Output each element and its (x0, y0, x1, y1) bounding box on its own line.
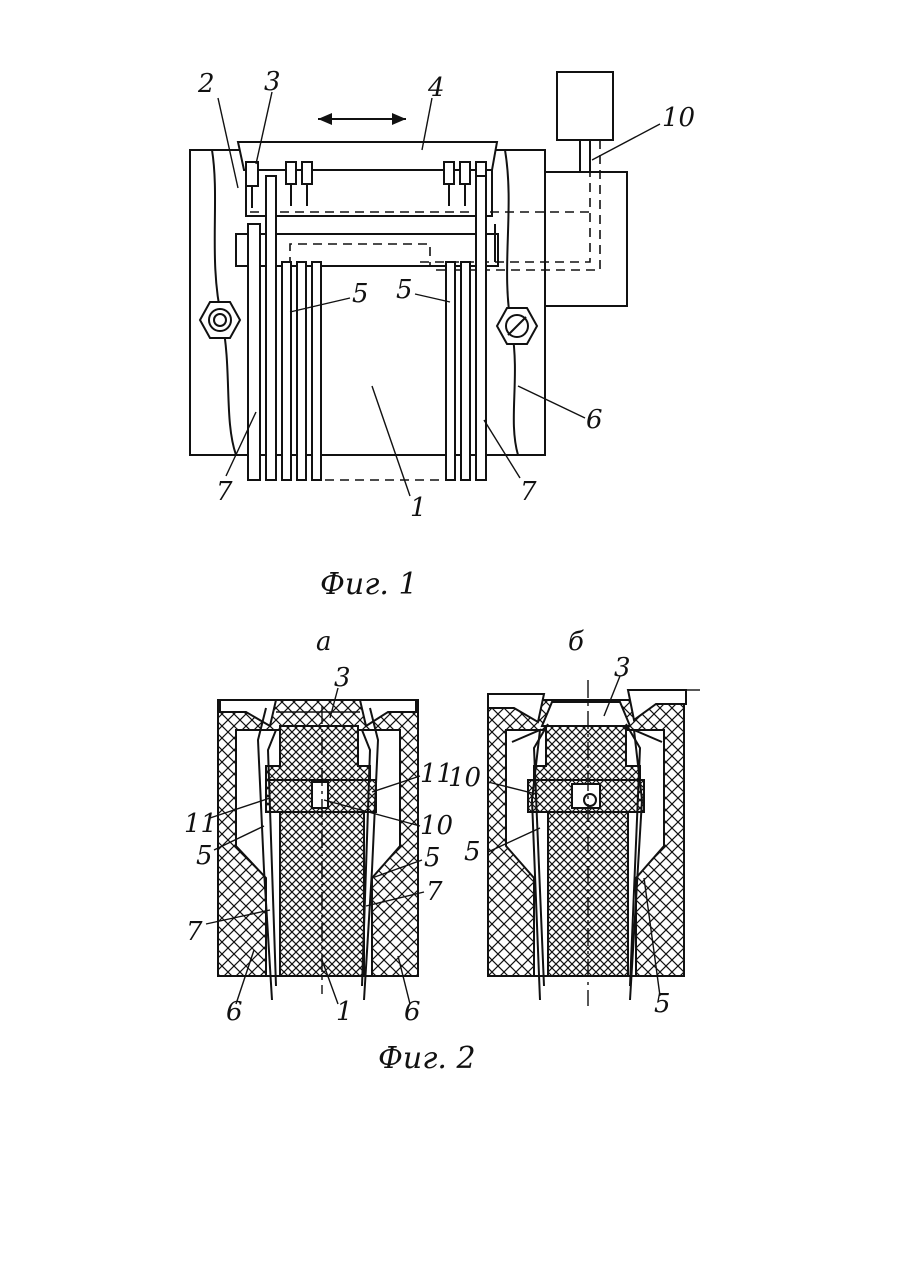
label-5-left: 5 (352, 279, 369, 309)
right-block (545, 172, 627, 306)
panel-b-title: б (568, 627, 584, 657)
label-5-right-a: 5 (424, 843, 441, 873)
element-10-a (312, 782, 328, 808)
label-5-left-b: 5 (464, 837, 481, 867)
label-3: 3 (264, 67, 281, 97)
double-arrow-icon (318, 113, 406, 125)
figure-2a: а 3 (184, 627, 453, 1027)
label-10-b: 10 (448, 763, 481, 793)
clamp-3-a (266, 726, 370, 780)
panel-a-title: а (316, 627, 332, 657)
clamp-3-b (534, 726, 640, 780)
figure-1: 2 3 4 10 5 5 6 7 7 1 Фиг. 1 (190, 67, 695, 602)
label-1: 1 (410, 493, 427, 523)
label-3-a: 3 (334, 663, 351, 693)
label-2: 2 (197, 69, 215, 99)
label-7-left: 7 (216, 477, 233, 507)
label-6-left-a: 6 (226, 997, 243, 1027)
figure-2b: б 3 10 5 5 (448, 627, 700, 1019)
figure-2-caption: Фиг. 2 (378, 1041, 476, 1076)
label-5-right-b: 5 (654, 989, 671, 1019)
label-3-b: 3 (614, 653, 631, 683)
label-7-right-a: 7 (426, 877, 443, 907)
label-4: 4 (427, 73, 445, 103)
label-10: 10 (662, 103, 695, 133)
label-11-left-a: 11 (184, 809, 217, 839)
label-7-right: 7 (520, 477, 537, 507)
nut-left-icon (200, 302, 240, 338)
label-1-a: 1 (336, 997, 353, 1027)
label-7-left-a: 7 (186, 917, 203, 947)
carriage-4 (238, 142, 497, 170)
label-6: 6 (586, 405, 603, 435)
label-5-right: 5 (396, 275, 413, 305)
nut-right-icon (497, 308, 537, 344)
figure-1-caption: Фиг. 1 (320, 567, 418, 602)
label-10-a: 10 (420, 811, 453, 841)
label-5-left-a: 5 (196, 841, 213, 871)
controller-box (557, 72, 613, 140)
top-plate (246, 170, 492, 216)
clamp-top-b (542, 702, 630, 726)
label-6-right-a: 6 (404, 997, 421, 1027)
